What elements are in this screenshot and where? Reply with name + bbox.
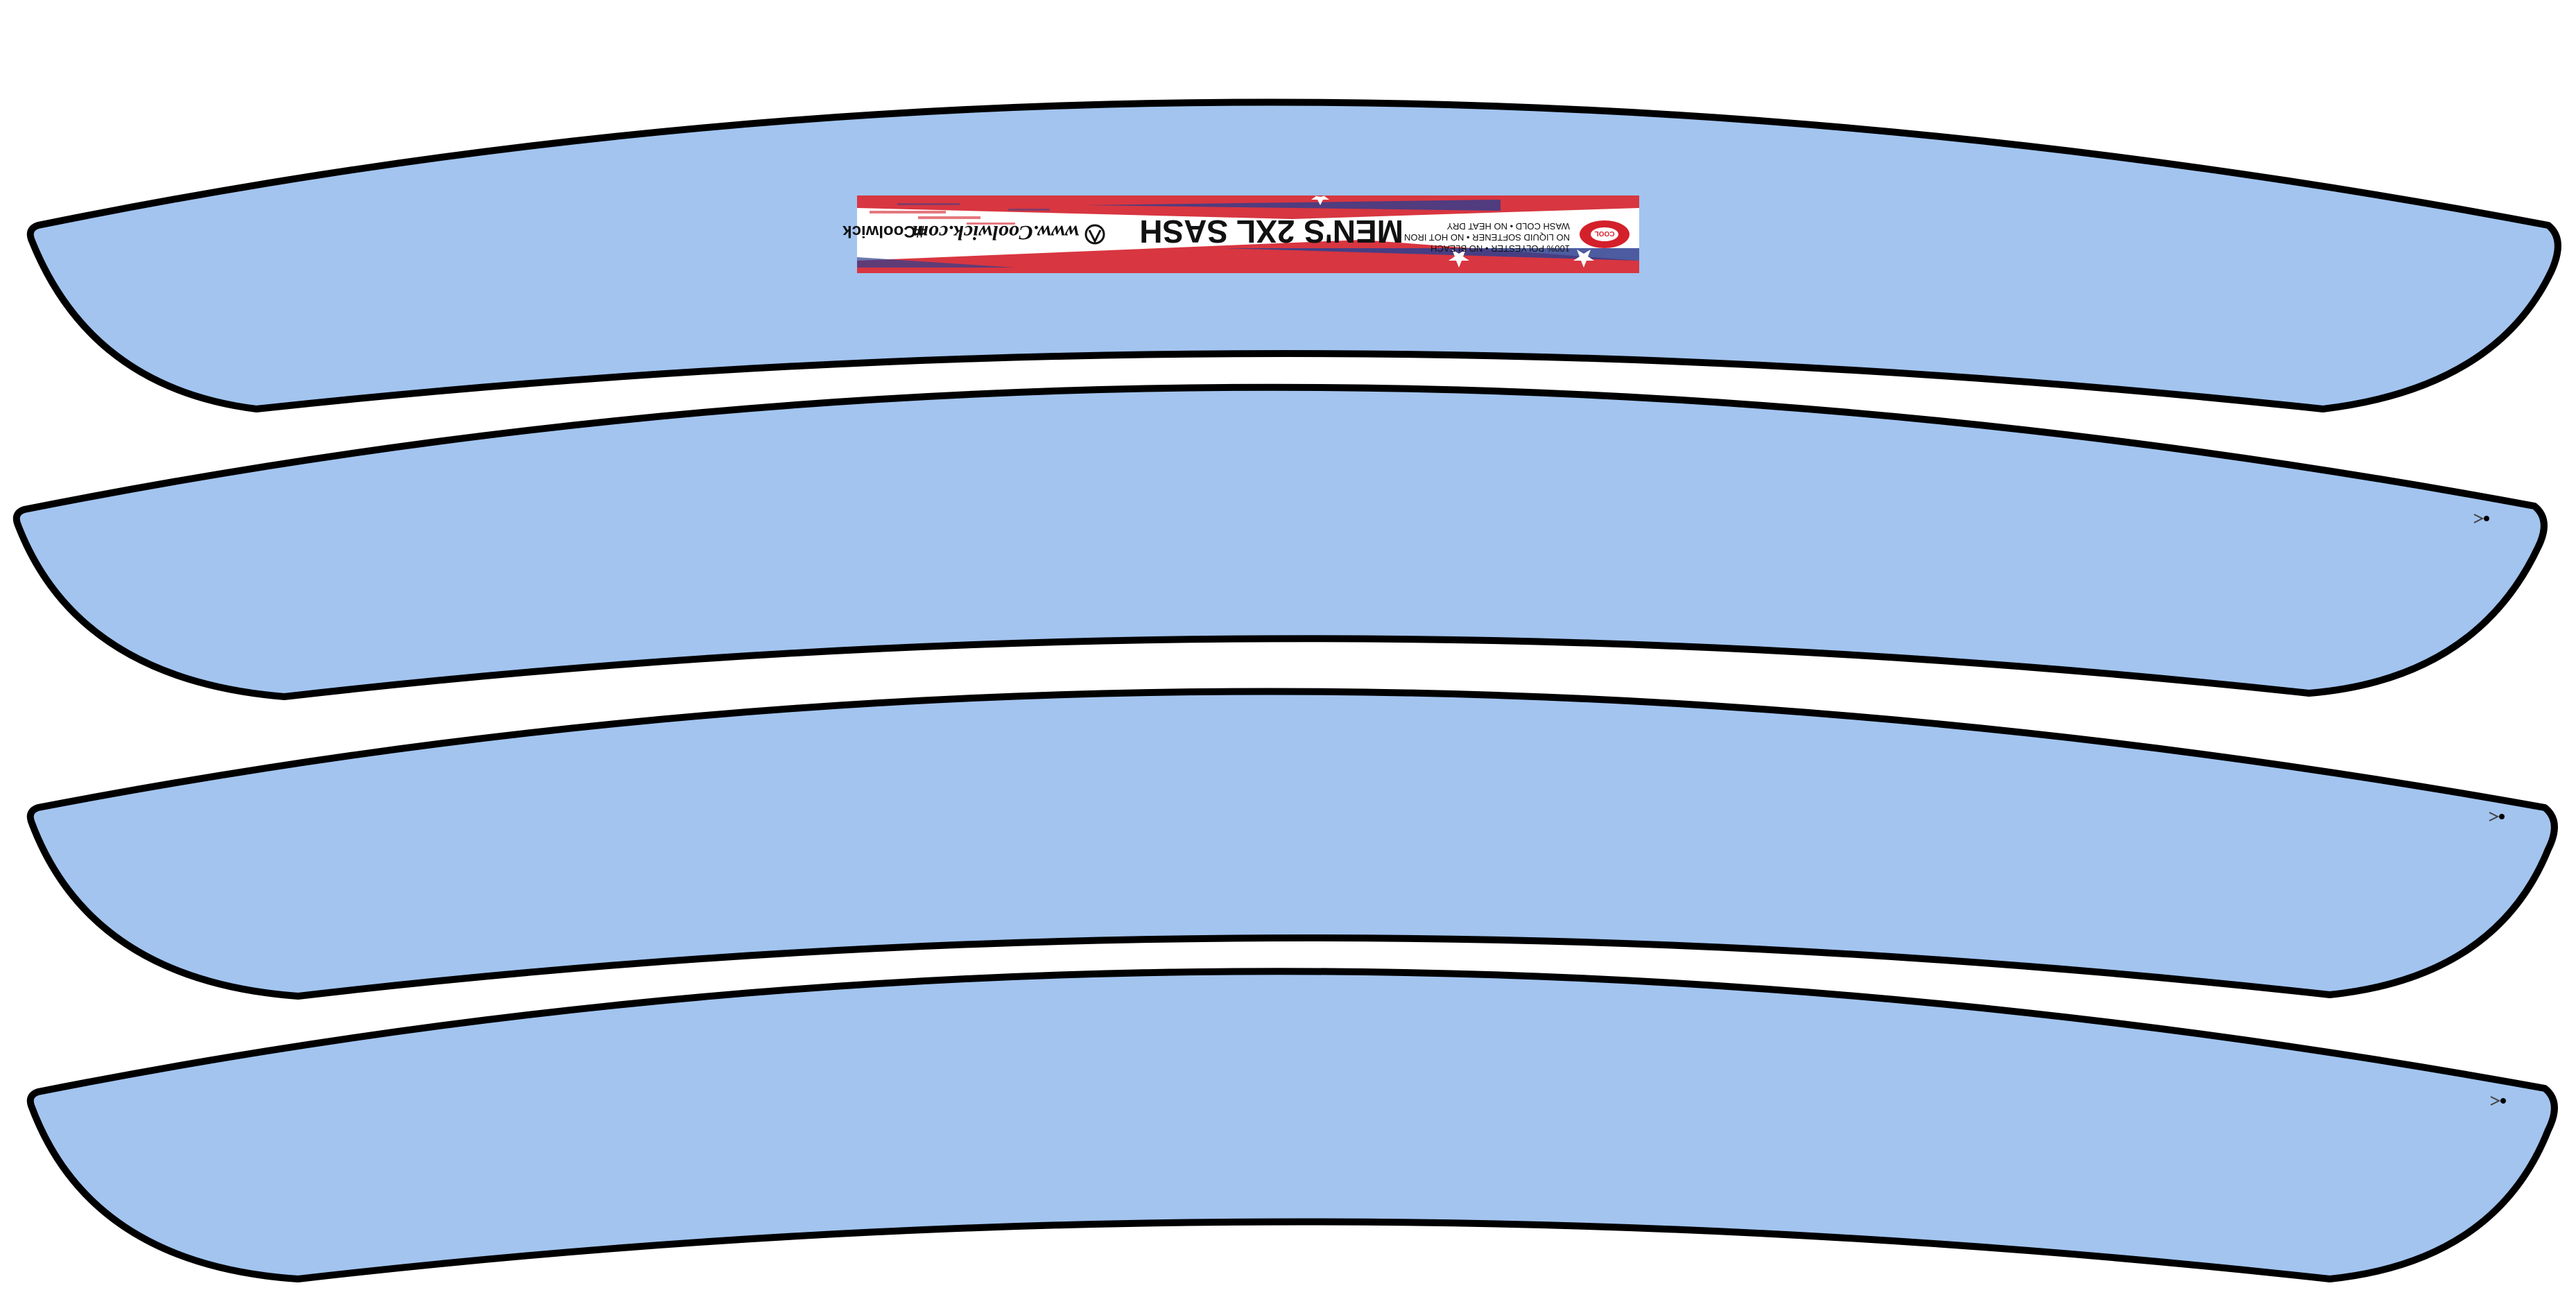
coolwick-ribbon-icon: [1084, 224, 1105, 245]
coolwick-mascot-logo: COOL: [1580, 220, 1630, 248]
sash-panel-3: [26, 688, 2558, 1000]
registration-mark-icon: [2490, 1096, 2506, 1106]
brand-url: www.Coolwick.com: [912, 221, 1079, 244]
care-line-1: 100% POLYESTER • NO BLEACH: [1430, 243, 1570, 254]
registration-mark-icon: [2489, 812, 2505, 821]
care-line-2: NO LIQUID SOFTENER • NO HOT IRON: [1404, 232, 1570, 243]
brand-hashtag: #Coolwick: [842, 222, 925, 241]
registration-mark-icon: [2473, 514, 2489, 523]
care-line-3: WASH COLD • NO HEAT DRY: [1446, 221, 1570, 232]
sash-panel-2: [12, 383, 2548, 700]
flag-graphic: [857, 195, 1639, 273]
sash-size-title: MEN'S 2XL SASH: [1139, 214, 1403, 250]
sash-panel-4: [26, 968, 2558, 1282]
care-label: COOL 100% POLYESTER • NO BLEACH NO LIQUI…: [842, 195, 1639, 273]
svg-text:COOL: COOL: [1595, 229, 1615, 237]
star-icon: [1311, 195, 1594, 268]
